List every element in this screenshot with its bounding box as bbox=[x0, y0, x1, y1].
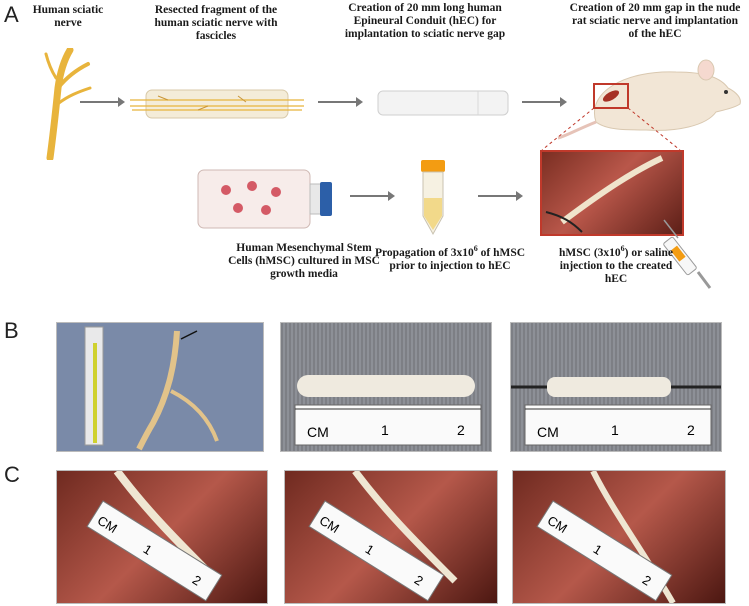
ruler-tick-label: 2 bbox=[457, 422, 465, 438]
epineural-conduit-illustration bbox=[376, 88, 512, 118]
arrow-icon bbox=[476, 190, 524, 202]
conduit-ruler-photo-1: CM 1 2 bbox=[280, 322, 492, 452]
surgical-photo-2: CM 1 2 bbox=[284, 470, 498, 604]
ruler-tick-label: 1 bbox=[611, 422, 619, 438]
panel-label-b: B bbox=[4, 318, 19, 344]
caption-hmsc-culture: Human Mesenchymal Stem Cells (hMSC) cult… bbox=[224, 242, 384, 281]
caption-propagation: Propagation of 3x106 of hMSC prior to in… bbox=[372, 242, 528, 273]
ruler-unit-label: CM bbox=[307, 424, 329, 440]
caption-resected-fragment: Resected fragment of the human sciatic n… bbox=[138, 4, 294, 43]
panel-label-a: A bbox=[4, 2, 19, 28]
caption-human-nerve: Human sciatic nerve bbox=[28, 4, 108, 30]
surgical-photo-1: CM 1 2 bbox=[56, 470, 268, 604]
caption-conduit-creation: Creation of 20 mm long human Epineural C… bbox=[340, 2, 510, 41]
arrow-icon bbox=[316, 96, 364, 108]
panel-label-c: C bbox=[4, 462, 20, 488]
dissected-nerve-photo bbox=[56, 322, 264, 452]
ruler-tick-label: 2 bbox=[687, 422, 695, 438]
conduit-ruler-photo-2: CM 1 2 bbox=[510, 322, 722, 452]
surgical-photo-3: CM 1 2 bbox=[512, 470, 726, 604]
ruler-unit-label: CM bbox=[537, 424, 559, 440]
arrow-icon bbox=[78, 96, 126, 108]
caption-gap-creation: Creation of 20 mm gap in the nude rat sc… bbox=[566, 2, 744, 41]
ruler-tick-label: 1 bbox=[381, 422, 389, 438]
zoom-guide-lines bbox=[536, 104, 686, 154]
resected-nerve-fragment-illustration bbox=[128, 86, 306, 122]
cell-culture-flask-illustration bbox=[196, 168, 334, 230]
caption-injection: hMSC (3x106) or saline injection to the … bbox=[556, 242, 676, 286]
arrow-icon bbox=[348, 190, 396, 202]
falcon-tube-illustration bbox=[418, 158, 448, 236]
